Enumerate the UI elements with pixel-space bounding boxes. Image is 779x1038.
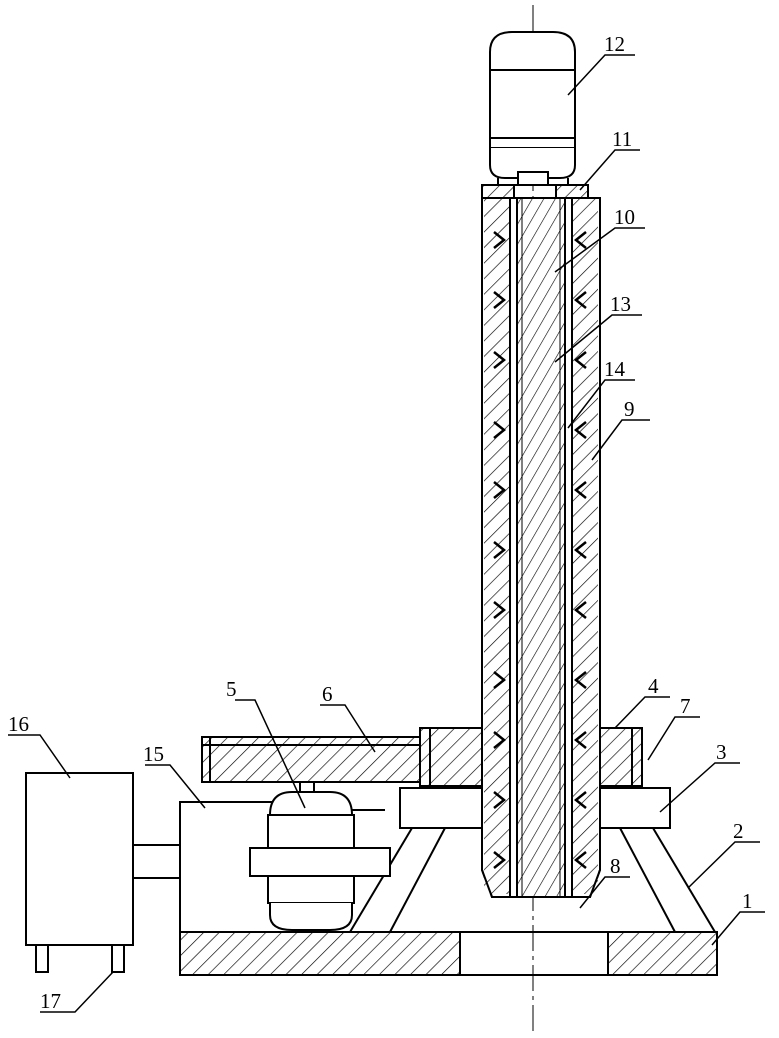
top-motor [490, 32, 575, 185]
callout-11: 11 [612, 127, 632, 151]
callout-4: 4 [648, 674, 659, 698]
callout-12: 12 [604, 32, 625, 56]
callout-6: 6 [322, 682, 333, 706]
connecting-pipe [133, 845, 180, 878]
top-cover [482, 185, 588, 198]
callout-7: 7 [680, 694, 691, 718]
callout-9: 9 [624, 397, 635, 421]
lower-motor [250, 782, 390, 930]
callout-8: 8 [610, 854, 621, 878]
box-legs [36, 945, 124, 972]
base-plate [180, 932, 717, 975]
callout-14: 14 [604, 357, 626, 381]
callout-10: 10 [614, 205, 635, 229]
callout-13: 13 [610, 292, 631, 316]
callout-5: 5 [226, 677, 237, 701]
callout-17: 17 [40, 989, 61, 1013]
control-box [26, 773, 133, 945]
callout-2: 2 [733, 819, 744, 843]
callout-3: 3 [716, 740, 727, 764]
drive-gear [202, 737, 427, 782]
callout-15: 15 [143, 742, 164, 766]
callout-1: 1 [742, 889, 753, 913]
screw-shaft [517, 198, 565, 897]
callout-16: 16 [8, 712, 29, 736]
